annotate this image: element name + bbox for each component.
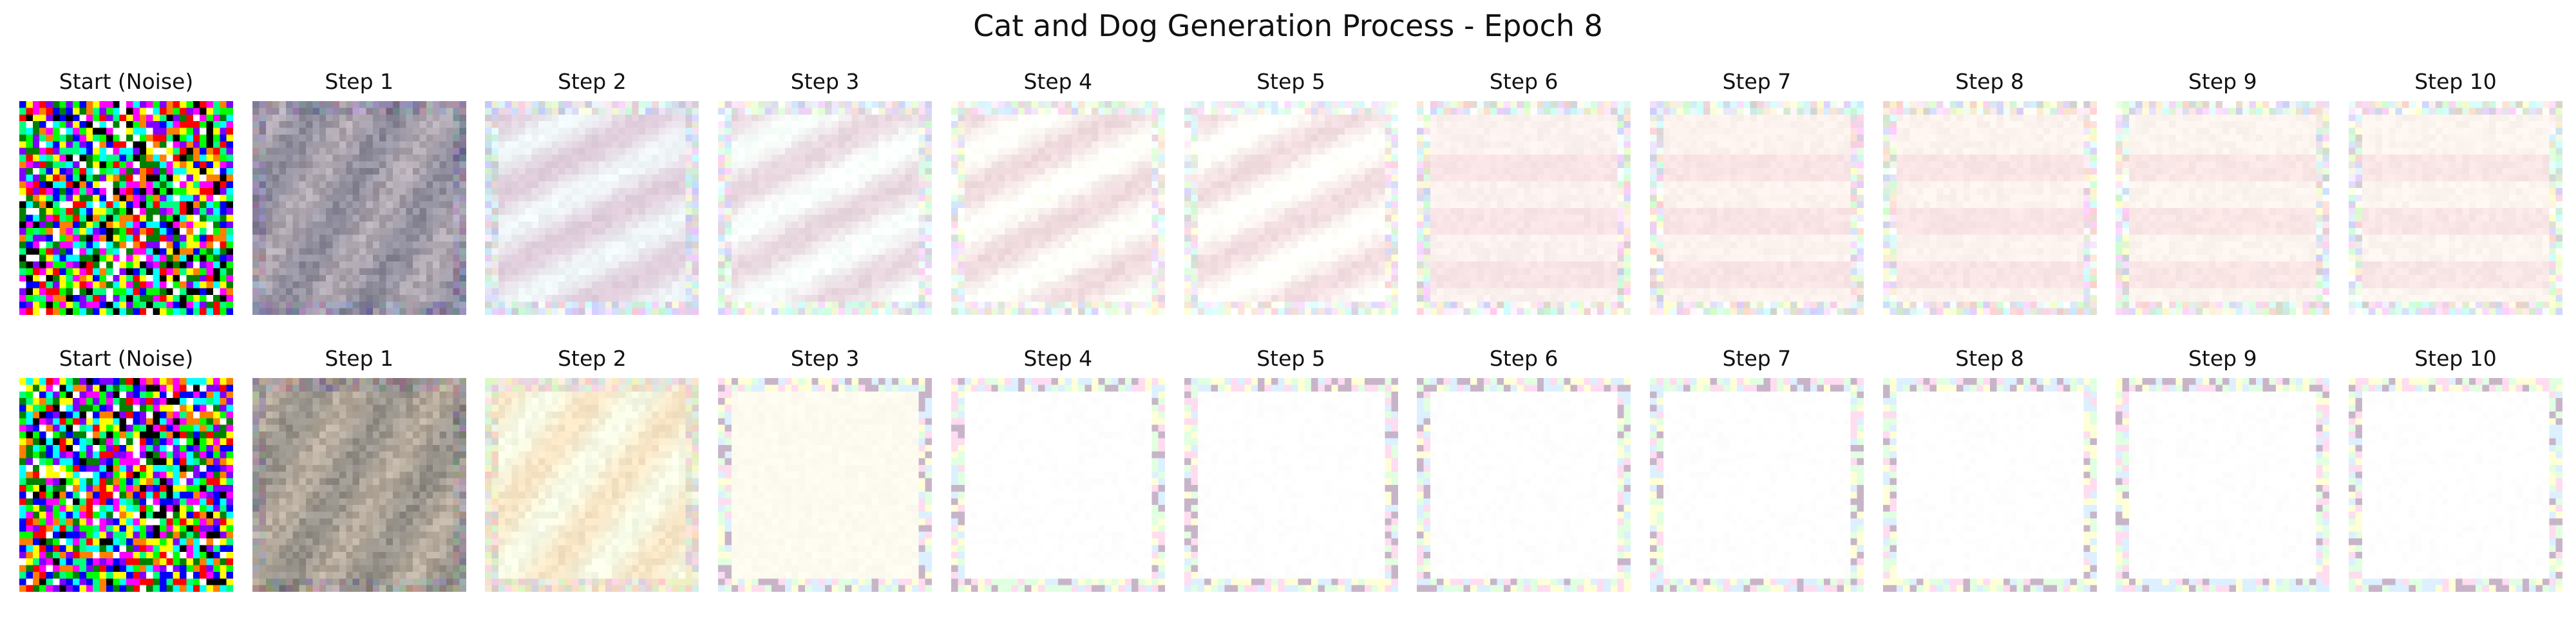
panel-title: Step 4 [1023,346,1093,371]
generated-image [19,378,233,592]
panel-title: Step 10 [2414,346,2497,371]
panel-title: Step 3 [790,346,860,371]
panel-title: Step 3 [790,69,860,94]
panel-title: Start (Noise) [59,346,194,371]
generated-image [951,101,1165,315]
panel-title: Step 8 [1955,69,2024,94]
generated-image [1882,378,2097,592]
panel-title: Step 10 [2414,69,2497,94]
generated-image [2116,101,2330,315]
generated-image [485,101,699,315]
generated-image [1417,101,1631,315]
panel-title: Step 7 [1722,69,1792,94]
generated-image [2116,378,2330,592]
generated-image [2349,378,2562,592]
panel-title: Step 5 [1256,69,1325,94]
generated-image [19,101,233,315]
panel-title: Step 2 [558,346,627,371]
generated-image [718,378,933,592]
generated-image [1649,378,1864,592]
generated-image [1882,101,2097,315]
generated-image [485,378,699,592]
generated-image [951,378,1165,592]
panel-title: Step 4 [1023,69,1093,94]
figure-title: Cat and Dog Generation Process - Epoch 8 [973,8,1603,43]
panel-title: Step 1 [325,346,393,371]
generated-image [1649,101,1864,315]
panel-title: Step 6 [1489,69,1558,94]
generated-image [2349,101,2562,315]
panel-title: Step 9 [2188,69,2257,94]
panel-title: Step 7 [1722,346,1792,371]
panel-title: Step 8 [1955,346,2024,371]
generated-image [252,378,466,592]
generated-image [1417,378,1631,592]
generated-image [1184,378,1398,592]
generated-image [252,101,466,315]
panel-title: Start (Noise) [59,69,194,94]
panel-title: Step 9 [2188,346,2257,371]
panel-title: Step 5 [1256,346,1325,371]
generated-image [1184,101,1398,315]
panel-title: Step 6 [1489,346,1558,371]
panel-title: Step 1 [325,69,393,94]
panel-title: Step 2 [558,69,627,94]
generated-image [718,101,933,315]
